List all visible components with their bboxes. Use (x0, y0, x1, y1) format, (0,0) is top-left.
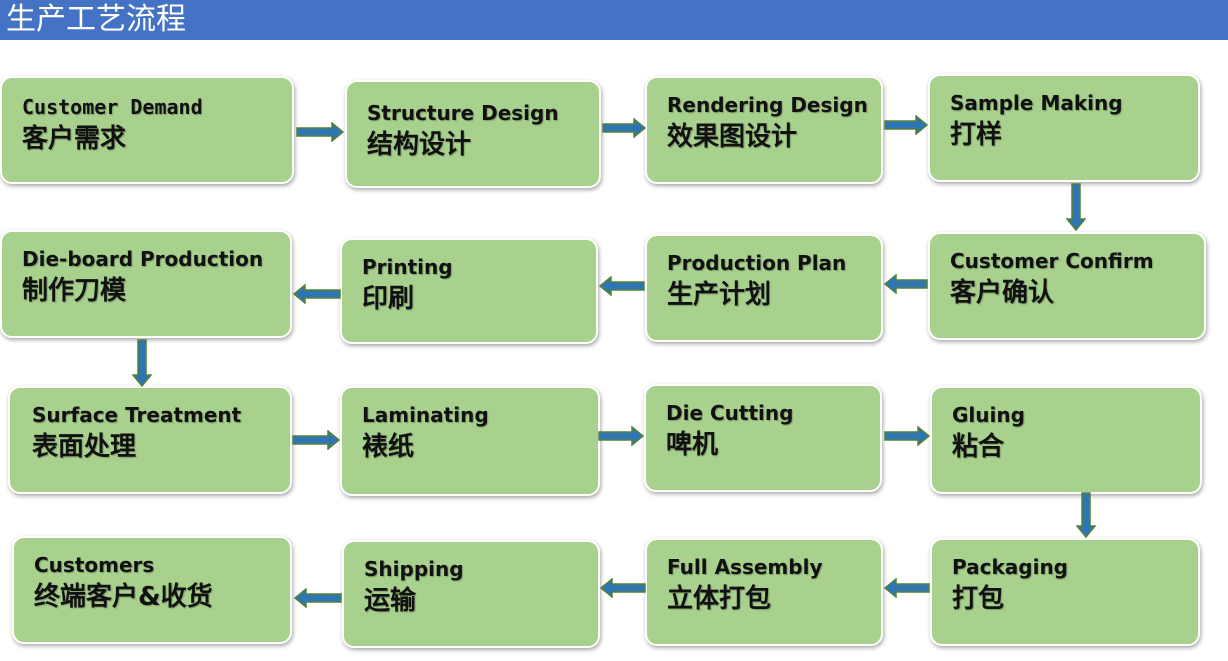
step-label-en: Shipping (364, 557, 464, 581)
step-label-zh: 裱纸 (362, 432, 415, 462)
step-label-en: Surface Treatment (32, 403, 242, 427)
step-label-zh: 打样 (950, 120, 1003, 150)
step-label-zh: 印刷 (362, 284, 415, 314)
step-label-en: Gluing (952, 403, 1025, 427)
step-structure-design: Structure Design 结构设计 (345, 80, 601, 188)
step-packaging: Packaging 打包 (930, 538, 1200, 646)
step-label-en: Die Cutting (666, 401, 794, 425)
step-label-en: Full Assembly (667, 555, 823, 579)
step-label-zh: 粘合 (952, 432, 1005, 462)
step-label-zh: 打包 (952, 584, 1005, 614)
arrow-left-icon (884, 578, 930, 598)
arrow-right-icon (598, 426, 644, 446)
step-label-en: Packaging (952, 555, 1068, 579)
step-label-zh: 客户确认 (950, 278, 1055, 308)
arrow-right-icon (602, 118, 646, 138)
step-label-zh: 表面处理 (32, 432, 137, 462)
step-die-board-production: Die-board Production 制作刀模 (0, 230, 292, 338)
step-label-en: Sample Making (950, 91, 1123, 115)
step-die-cutting: Die Cutting 啤机 (644, 384, 882, 492)
arrow-left-icon (294, 588, 342, 608)
step-label-zh: 生产计划 (667, 280, 772, 310)
arrow-right-icon (292, 430, 340, 450)
step-gluing: Gluing 粘合 (930, 386, 1202, 494)
step-surface-treatment: Surface Treatment 表面处理 (8, 386, 292, 494)
step-printing: Printing 印刷 (340, 238, 598, 344)
step-label-en: Customer Confirm (950, 249, 1154, 273)
step-label-en: Die-board Production (22, 247, 264, 271)
step-label-zh: 制作刀模 (22, 276, 127, 306)
step-sample-making: Sample Making 打样 (928, 74, 1200, 182)
arrow-right-icon (296, 122, 344, 142)
page-title: 生产工艺流程 (6, 2, 186, 37)
arrow-right-icon (884, 426, 930, 446)
step-label-zh: 效果图设计 (667, 122, 798, 152)
step-rendering-design: Rendering Design 效果图设计 (645, 76, 883, 184)
step-label-en: Rendering Design (667, 93, 868, 117)
arrow-down-icon (1066, 183, 1086, 231)
step-label-en: Laminating (362, 403, 489, 427)
step-label-zh: 运输 (364, 586, 417, 616)
step-full-assembly: Full Assembly 立体打包 (645, 538, 883, 646)
step-label-zh: 客户需求 (22, 124, 127, 154)
step-label-en: Customer Demand (22, 95, 203, 119)
step-customers: Customers 终端客户&收货 (12, 536, 292, 644)
step-label-zh: 啤机 (666, 430, 719, 460)
arrow-left-icon (884, 274, 928, 294)
step-label-zh: 终端客户&收货 (34, 582, 213, 612)
arrow-down-icon (1076, 492, 1096, 538)
step-label-en: Customers (34, 553, 155, 577)
arrow-right-icon (884, 115, 928, 135)
arrow-left-icon (293, 284, 341, 304)
step-customer-confirm: Customer Confirm 客户确认 (928, 232, 1206, 340)
step-label-en: Printing (362, 255, 453, 279)
step-laminating: Laminating 裱纸 (340, 386, 600, 496)
step-label-en: Structure Design (367, 101, 559, 125)
arrow-left-icon (600, 578, 646, 598)
step-label-en: Production Plan (667, 251, 847, 275)
step-production-plan: Production Plan 生产计划 (645, 234, 883, 342)
step-label-zh: 立体打包 (667, 584, 772, 614)
step-shipping: Shipping 运输 (342, 540, 600, 648)
step-label-zh: 结构设计 (367, 130, 472, 160)
arrow-left-icon (599, 276, 645, 296)
step-customer-demand: Customer Demand 客户需求 (0, 76, 294, 184)
arrow-down-icon (132, 339, 152, 387)
title-bar: 生产工艺流程 (0, 0, 1228, 40)
